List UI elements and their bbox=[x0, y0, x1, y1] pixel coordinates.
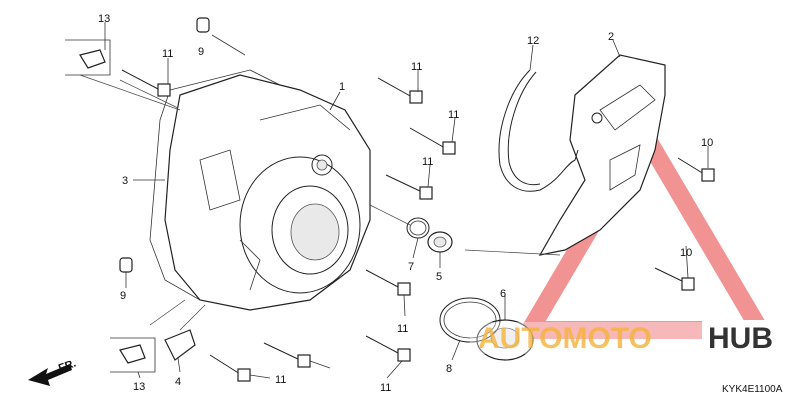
clip-13-detail-bottom bbox=[110, 337, 156, 373]
callout-11-d: 11 bbox=[422, 156, 433, 168]
clip-13-detail-top bbox=[65, 39, 111, 76]
o-ring-8 bbox=[439, 297, 501, 343]
dowel-pin-9a bbox=[196, 17, 210, 33]
cap-6 bbox=[476, 319, 534, 361]
callout-12: 12 bbox=[527, 35, 539, 47]
bolt-10-a bbox=[677, 157, 715, 182]
bolt-11-a bbox=[121, 69, 171, 97]
bolt-11-e bbox=[365, 269, 411, 296]
bolt-11-b bbox=[377, 77, 423, 104]
watermark-text-a: AUTOMOTO bbox=[478, 322, 652, 355]
bolt-10-b bbox=[654, 267, 695, 291]
sprocket-cover-2 bbox=[538, 54, 666, 256]
callout-2: 2 bbox=[608, 31, 614, 43]
callout-1: 1 bbox=[339, 81, 345, 93]
bolt-11-c bbox=[409, 127, 456, 155]
leader-lines bbox=[104, 22, 709, 379]
dowel-pin-9b bbox=[119, 257, 133, 273]
callout-9-top: 9 bbox=[198, 46, 204, 58]
callout-8: 8 bbox=[446, 363, 452, 375]
assembly-guide-lines bbox=[79, 74, 561, 331]
bolt-11-g bbox=[263, 342, 311, 368]
callout-labels: 13 11 9 1 11 11 11 12 2 10 3 7 5 10 9 6 … bbox=[98, 13, 713, 394]
callout-11-c: 11 bbox=[448, 109, 459, 121]
plug-5 bbox=[427, 231, 453, 253]
callout-6: 6 bbox=[500, 288, 506, 300]
clip-4 bbox=[164, 329, 196, 361]
callout-5: 5 bbox=[436, 271, 442, 283]
callout-10-bottom: 10 bbox=[680, 247, 692, 259]
watermark-text-b: HUB bbox=[708, 322, 773, 355]
front-label: FR. bbox=[57, 357, 78, 374]
callout-11-b: 11 bbox=[411, 61, 422, 73]
callout-13-top: 13 bbox=[98, 13, 110, 25]
callout-13-bottom: 13 bbox=[133, 381, 145, 393]
seal-12 bbox=[498, 69, 579, 192]
bolt-11-h bbox=[365, 335, 411, 362]
callout-10-top: 10 bbox=[701, 137, 713, 149]
callout-11-f: 11 bbox=[275, 374, 286, 386]
bolt-11-d bbox=[385, 174, 433, 200]
arrow-icon bbox=[28, 364, 72, 386]
bolt-11-f bbox=[209, 354, 251, 382]
diagram-code: KYK4E1100A bbox=[722, 384, 783, 395]
left-crankcase-cover-1 bbox=[164, 74, 371, 311]
callout-9-bottom: 9 bbox=[120, 290, 126, 302]
callout-7: 7 bbox=[408, 261, 414, 273]
callout-11-g: 11 bbox=[380, 382, 391, 394]
callout-11-a: 11 bbox=[162, 48, 173, 60]
front-direction-arrow: FR. bbox=[28, 357, 78, 386]
callout-11-e: 11 bbox=[397, 323, 408, 335]
callout-4: 4 bbox=[175, 376, 181, 388]
callout-3: 3 bbox=[122, 175, 128, 187]
watermark-wordmark: AUTOMOTO HUB bbox=[470, 320, 794, 356]
